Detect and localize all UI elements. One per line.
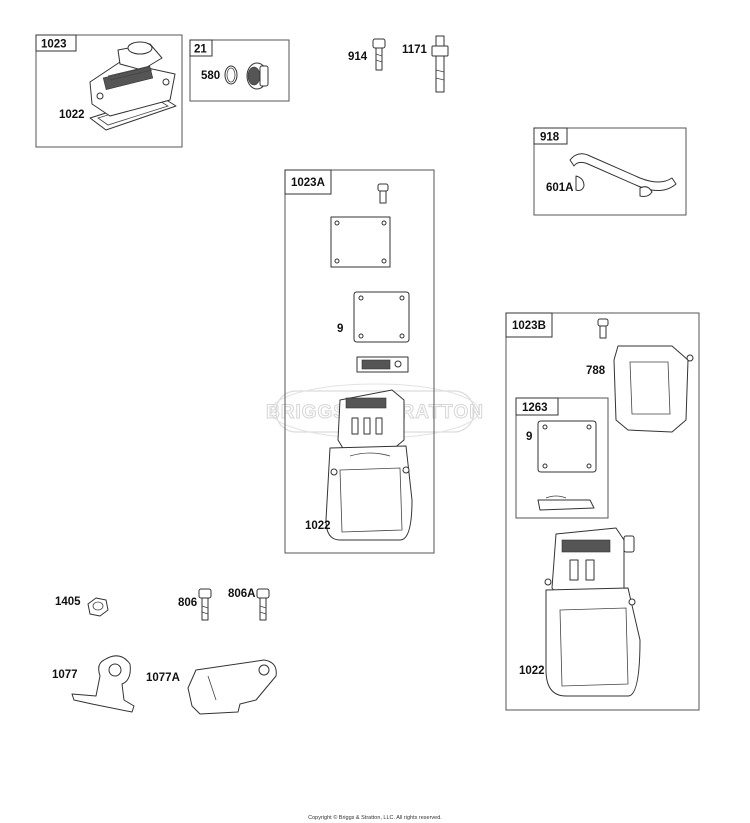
- group-1263-label: 1263: [522, 402, 548, 414]
- group-918-label-box: [533, 127, 568, 145]
- part-1077A-label: 1077A: [146, 672, 180, 684]
- cover-788: [613, 345, 689, 433]
- bracket-1077: 1077: [52, 655, 135, 713]
- part-1022-b-label: 1022: [519, 665, 545, 677]
- part-1022-top-label: 1022: [59, 109, 85, 121]
- part-806-label: 806: [178, 597, 197, 609]
- group-21-label: 21: [194, 44, 207, 56]
- group-1023B-label: 1023B: [512, 320, 546, 332]
- group-1023-label: 1023: [41, 39, 67, 51]
- part-914-label: 914: [348, 51, 368, 63]
- gasket-9-b: [537, 420, 597, 473]
- breather-element-b: [537, 499, 595, 511]
- group-21-frame: [189, 39, 290, 102]
- screw-914: 914: [348, 38, 386, 71]
- group-1263-frame: [515, 397, 609, 519]
- group-1023A-frame: [284, 169, 435, 554]
- gasket-1022-b: [545, 587, 641, 697]
- group-1023B: 1023B 788 1263 9: [505, 312, 700, 711]
- group-1023B-frame: [505, 312, 700, 711]
- part-1077-label: 1077: [52, 669, 78, 681]
- nut-1405: 1405: [55, 596, 109, 617]
- gasket-1022-a: [325, 445, 413, 541]
- group-21-label-box: [189, 39, 213, 57]
- stud-1171: 1171: [402, 35, 449, 93]
- group-1023A-label-box: [284, 169, 332, 195]
- part-1022-a-label: 1022: [305, 520, 331, 532]
- group-1023A-label: 1023A: [291, 177, 325, 189]
- clamp-601A: [575, 175, 585, 191]
- group-1023B-label-box: [505, 312, 553, 338]
- part-9-a-label: 9: [337, 323, 343, 335]
- bracket-1077A: 1077A: [146, 659, 277, 715]
- breather-tube: [569, 153, 677, 191]
- cover-plate-1023A: [330, 216, 391, 268]
- gasket-9-a: [353, 291, 410, 343]
- part-1405-label: 1405: [55, 596, 81, 608]
- part-601A-label: 601A: [546, 182, 574, 194]
- bolt-806A: 806A: [228, 588, 270, 621]
- part-1171-label: 1171: [402, 44, 428, 56]
- part-9-b-label: 9: [526, 431, 532, 443]
- group-1263: 1263 9: [515, 397, 609, 519]
- group-1023-frame: [35, 34, 183, 148]
- part-580-label: 580: [201, 70, 220, 82]
- group-918-label: 918: [540, 132, 560, 144]
- group-918: 918 601A: [533, 127, 687, 216]
- bolt-806: 806: [178, 588, 212, 621]
- group-1023A: 1023A 9 1022: [284, 169, 435, 554]
- part-788-label: 788: [586, 365, 606, 377]
- group-1023-label-box: [35, 34, 77, 52]
- group-21: 21 580: [189, 39, 290, 102]
- group-1263-label-box: [515, 397, 559, 416]
- group-1023: 1023 1022: [35, 34, 183, 148]
- copyright-text: Copyright © Briggs & Stratton, LLC. All …: [308, 814, 442, 821]
- group-918-frame: [533, 127, 687, 216]
- part-806A-label: 806A: [228, 588, 256, 600]
